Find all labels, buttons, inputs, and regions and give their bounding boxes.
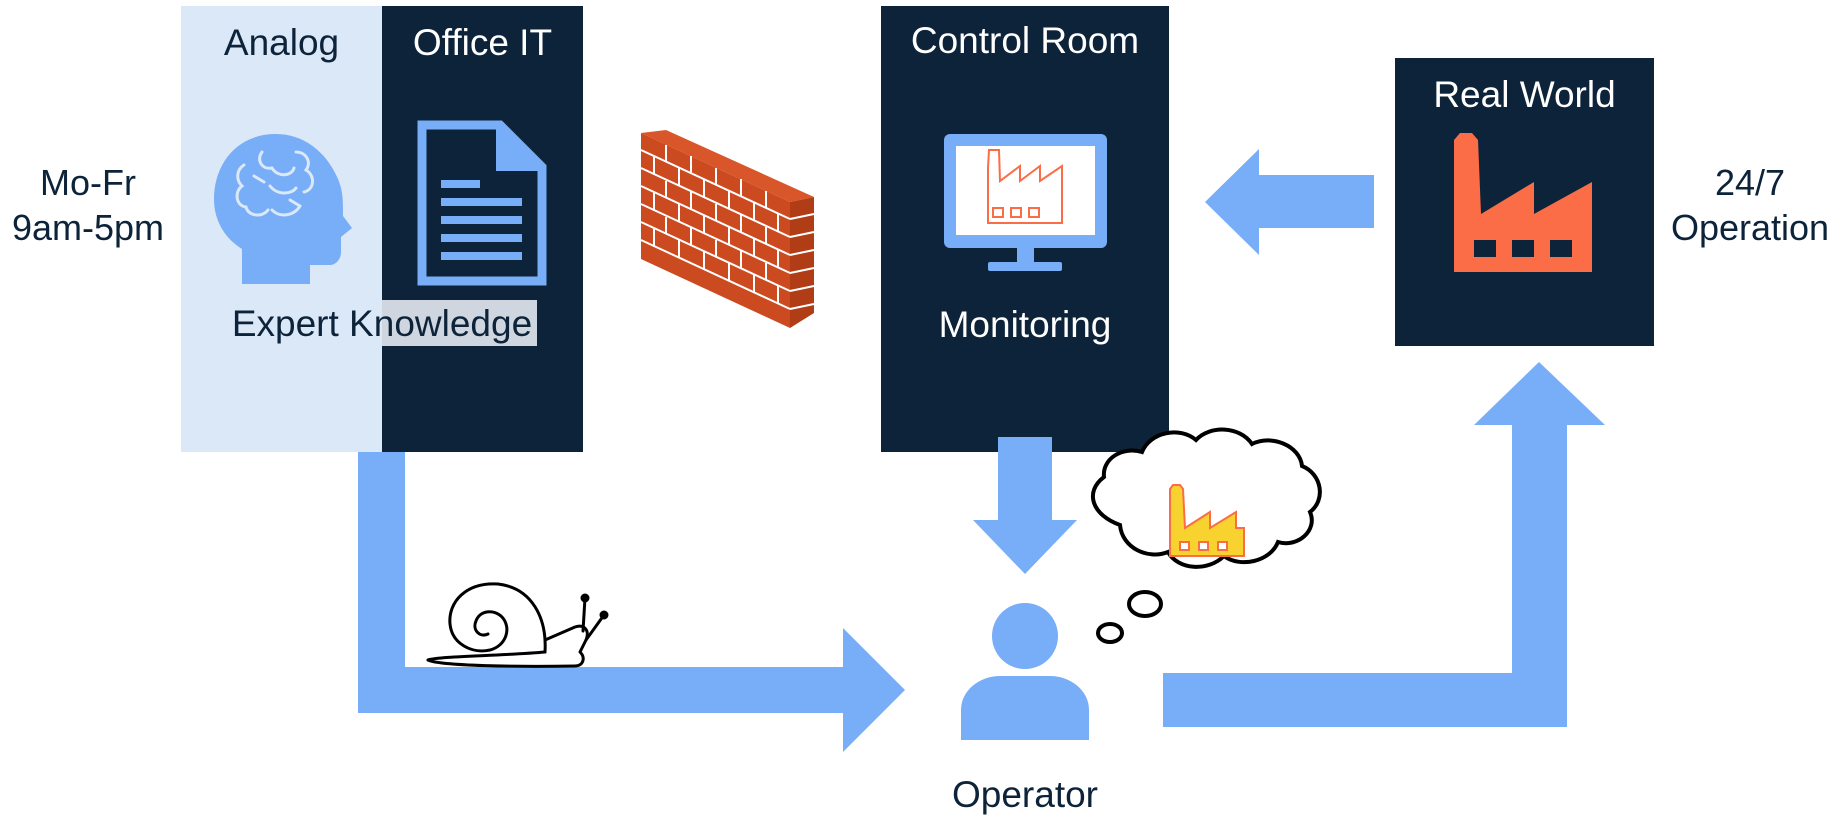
expert-knowledge-label: Expert Knowledge [231,303,533,344]
real-world-title: Real World [1433,74,1616,115]
arrow-office-to-operator [358,452,905,752]
expert-knowledge-box-dark-half [382,300,537,346]
monitoring-caption: Monitoring [938,304,1112,345]
left-schedule-line1: Mo-Fr [40,162,136,203]
thought-cloud-icon [1091,427,1322,644]
arrow-real-world-to-control [1205,149,1374,255]
arrow-control-to-operator [973,437,1077,574]
firewall-icon [640,130,815,328]
office-it-title: Office IT [412,22,553,63]
factory-icon [1454,133,1592,272]
arrow-operator-to-real-world [1163,362,1605,727]
operator-label: Operator [951,774,1098,815]
right-schedule-line1: 24/7 [1714,162,1786,203]
brain-head-icon [214,134,352,284]
left-schedule-label: Mo-Fr 9am-5pm [8,160,168,250]
monitor-factory-icon [944,134,1107,271]
document-icon [417,120,547,286]
left-schedule-line2: 9am-5pm [11,207,165,248]
operator-person-icon [961,603,1089,740]
right-schedule-line2: Operation [1670,207,1830,248]
snail-icon [426,582,609,668]
office-it-panel [382,6,583,452]
control-room-title: Control Room [910,20,1140,61]
analog-title: Analog [223,22,340,63]
right-schedule-label: 24/7 Operation [1664,160,1836,250]
